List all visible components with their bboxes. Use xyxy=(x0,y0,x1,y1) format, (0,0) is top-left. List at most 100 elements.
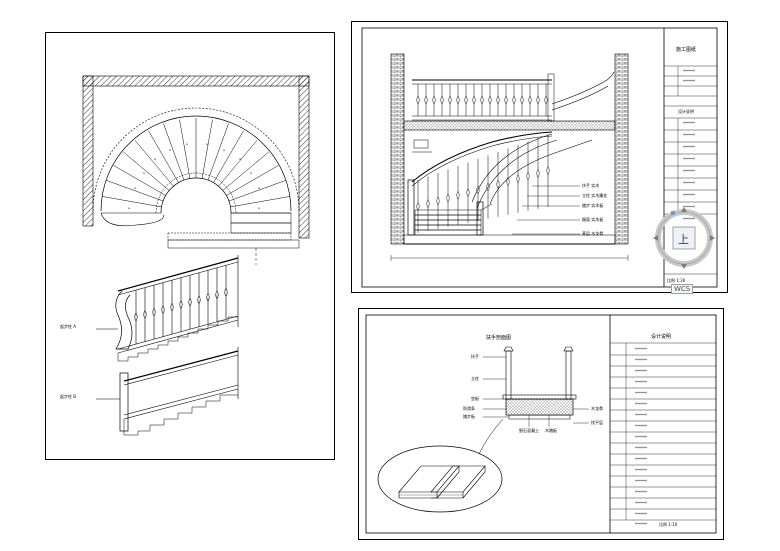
callout-label: 扶手 实木 xyxy=(582,183,600,188)
title-block-b-footer: 比例 1:30 xyxy=(667,278,686,283)
title-block-c-row: ****** xyxy=(635,391,647,396)
section-slab xyxy=(505,398,574,416)
viewcube-ring[interactable] xyxy=(647,204,717,294)
title-block-b-row: ****** xyxy=(683,69,695,74)
svg-text:a: a xyxy=(258,186,260,190)
baluster xyxy=(424,84,428,116)
section-label-bottom: 木踏板 xyxy=(545,428,557,433)
title-block-c-row: ****** xyxy=(635,468,647,473)
baluster xyxy=(197,272,201,327)
section-label-left: 立柱 xyxy=(471,376,479,381)
title-block-b-title: 施工图纸 xyxy=(676,47,697,53)
section-posts xyxy=(503,346,574,400)
svg-text:a: a xyxy=(186,142,188,146)
baluster xyxy=(488,84,492,116)
title-block-c-row: ****** xyxy=(635,358,647,363)
baluster xyxy=(170,280,174,335)
title-block-b-section: 设计说明 xyxy=(678,109,694,114)
lower-steps xyxy=(167,212,300,265)
baluster xyxy=(416,179,420,233)
svg-text:a: a xyxy=(239,157,241,161)
baluster xyxy=(520,84,524,116)
callout-label: 踢面 实木板 xyxy=(582,217,604,222)
railing-elevation-2 xyxy=(119,347,239,436)
start-scroll xyxy=(100,212,165,227)
baluster xyxy=(526,141,530,211)
svg-text:a: a xyxy=(250,171,252,175)
brick-column-left xyxy=(390,53,405,245)
baluster xyxy=(440,84,444,116)
inner-stringer xyxy=(160,177,232,214)
baluster xyxy=(464,84,468,116)
tread-lines xyxy=(101,118,291,214)
section-label-left: 垫板 xyxy=(471,396,479,401)
title-block-b-row: ****** xyxy=(683,205,695,210)
baluster xyxy=(486,155,490,219)
baluster xyxy=(456,165,460,225)
section-leaders xyxy=(483,356,589,427)
baluster xyxy=(188,275,192,330)
handrail-section-drawing xyxy=(365,314,717,534)
viewcube-face-label[interactable]: 上 xyxy=(678,233,689,246)
baluster xyxy=(134,290,138,345)
brick-column-right xyxy=(614,53,629,245)
baluster xyxy=(504,84,508,116)
wall-top xyxy=(82,75,310,87)
title-block-c-row: ****** xyxy=(635,435,647,440)
title-block-c-row: ****** xyxy=(635,501,647,506)
upper-railing xyxy=(412,73,555,122)
baluster xyxy=(516,144,520,213)
board-detail xyxy=(398,465,486,499)
baluster xyxy=(512,84,516,116)
baluster xyxy=(179,277,183,332)
svg-text:a: a xyxy=(154,157,156,161)
baluster xyxy=(466,162,470,223)
viewcube-widget[interactable]: 上 WCS xyxy=(647,204,717,294)
post-label-2: 起步柱 B xyxy=(60,394,77,399)
viewcube-arrow-down xyxy=(681,264,687,269)
baluster xyxy=(546,134,550,207)
title-block-c-footer: 比例 1:10 xyxy=(659,522,678,527)
viewcube-arrow-up xyxy=(681,207,687,212)
baluster xyxy=(536,84,540,116)
svg-text:a: a xyxy=(128,206,130,210)
baluster xyxy=(152,285,156,340)
post-label-1: 起步柱 A xyxy=(60,324,77,329)
curved-stair xyxy=(411,131,593,209)
baluster xyxy=(472,84,476,116)
section-label-left: 防滑条 xyxy=(463,406,475,411)
inner-border xyxy=(155,172,237,214)
section-heading: 扶手剖面图 xyxy=(486,335,512,341)
svg-text:a: a xyxy=(258,206,260,210)
viewcube-face xyxy=(672,226,696,250)
viewcube-arrow-right xyxy=(710,235,715,241)
baluster xyxy=(496,151,500,217)
lower-steps xyxy=(403,203,616,245)
title-block-c-row: ****** xyxy=(635,413,647,418)
title-block-b-row: ****** xyxy=(683,169,695,174)
baluster xyxy=(544,84,548,116)
step-marks: aaa aaa aaa aaa xyxy=(128,142,260,210)
svg-text:a: a xyxy=(223,148,225,152)
callout-leaders xyxy=(512,185,580,235)
title-block-c-title: 设计说明 xyxy=(651,334,672,340)
baluster xyxy=(506,148,510,215)
outer-border-ring xyxy=(92,107,300,212)
section-label-right: 木龙骨 xyxy=(591,406,603,411)
title-block-c-row: ****** xyxy=(635,512,647,517)
baluster xyxy=(480,84,484,116)
baluster xyxy=(206,270,210,325)
spiral-stair-drawing: aaa aaa aaa aaa xyxy=(82,75,310,436)
baluster xyxy=(416,84,420,116)
svg-text:a: a xyxy=(134,186,136,190)
title-block-c-row: ****** xyxy=(635,380,647,385)
title-block-b-row: ****** xyxy=(683,133,695,138)
section-label-bottom: 细石混凝土 xyxy=(519,428,539,433)
baluster xyxy=(215,267,219,322)
title-block-b-row: ****** xyxy=(683,193,695,198)
title-block-c-row: ****** xyxy=(635,490,647,495)
wcs-label[interactable]: WCS xyxy=(671,284,694,294)
baluster xyxy=(426,176,430,231)
title-block-c-row: ****** xyxy=(635,402,647,407)
